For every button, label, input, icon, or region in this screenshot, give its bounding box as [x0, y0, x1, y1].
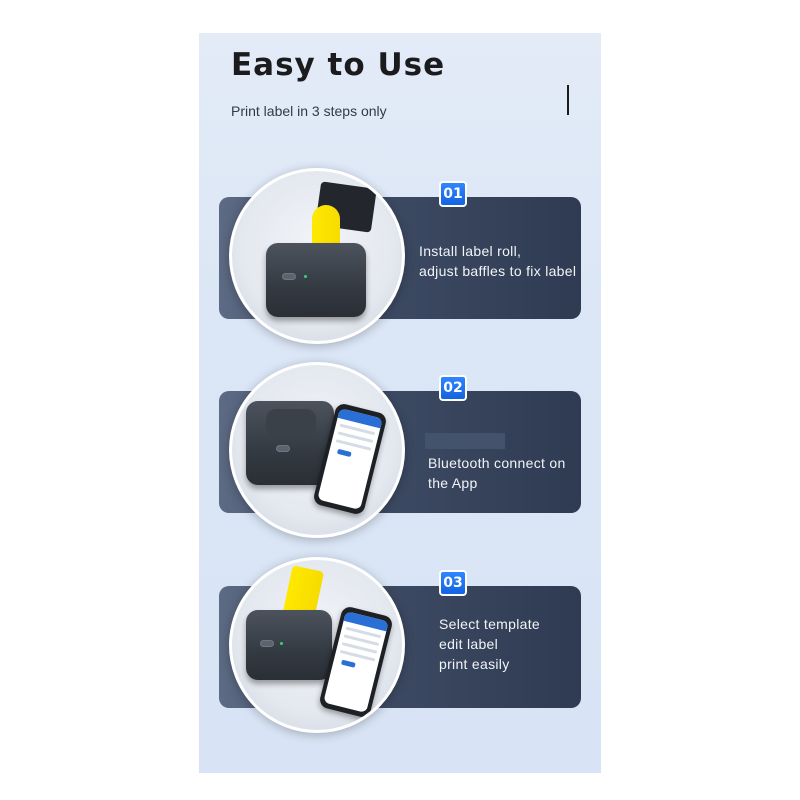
step-1-description: Install label roll, adjust baffles to fi…: [419, 243, 577, 279]
step-2-description: Bluetooth connect on the App: [428, 455, 566, 491]
step-3-image: [229, 557, 405, 733]
step-1-image: [229, 168, 405, 344]
label-printer-icon: [246, 610, 332, 680]
page-subtitle: Print label in 3 steps only: [231, 103, 387, 119]
label-printer-icon: [266, 243, 366, 317]
step-badge-03: 03: [439, 570, 467, 596]
easy-to-use-panel: Easy to Use Print label in 3 steps only …: [199, 33, 601, 773]
page-title: Easy to Use: [231, 47, 446, 83]
step-card-2: 02 Bluetooth connect on the App: [219, 362, 581, 538]
step-badge-01: 01: [439, 181, 467, 207]
vertical-divider: [567, 85, 569, 115]
step-card-3: 03 Select template edit label print easi…: [219, 557, 581, 733]
step-2-image: [229, 362, 405, 538]
step-card-1: 01 Install label roll, adjust baffles to…: [219, 168, 581, 344]
step-badge-02: 02: [439, 375, 467, 401]
blurred-region: [425, 433, 505, 449]
step-3-description: Select template edit label print easily: [439, 616, 540, 672]
